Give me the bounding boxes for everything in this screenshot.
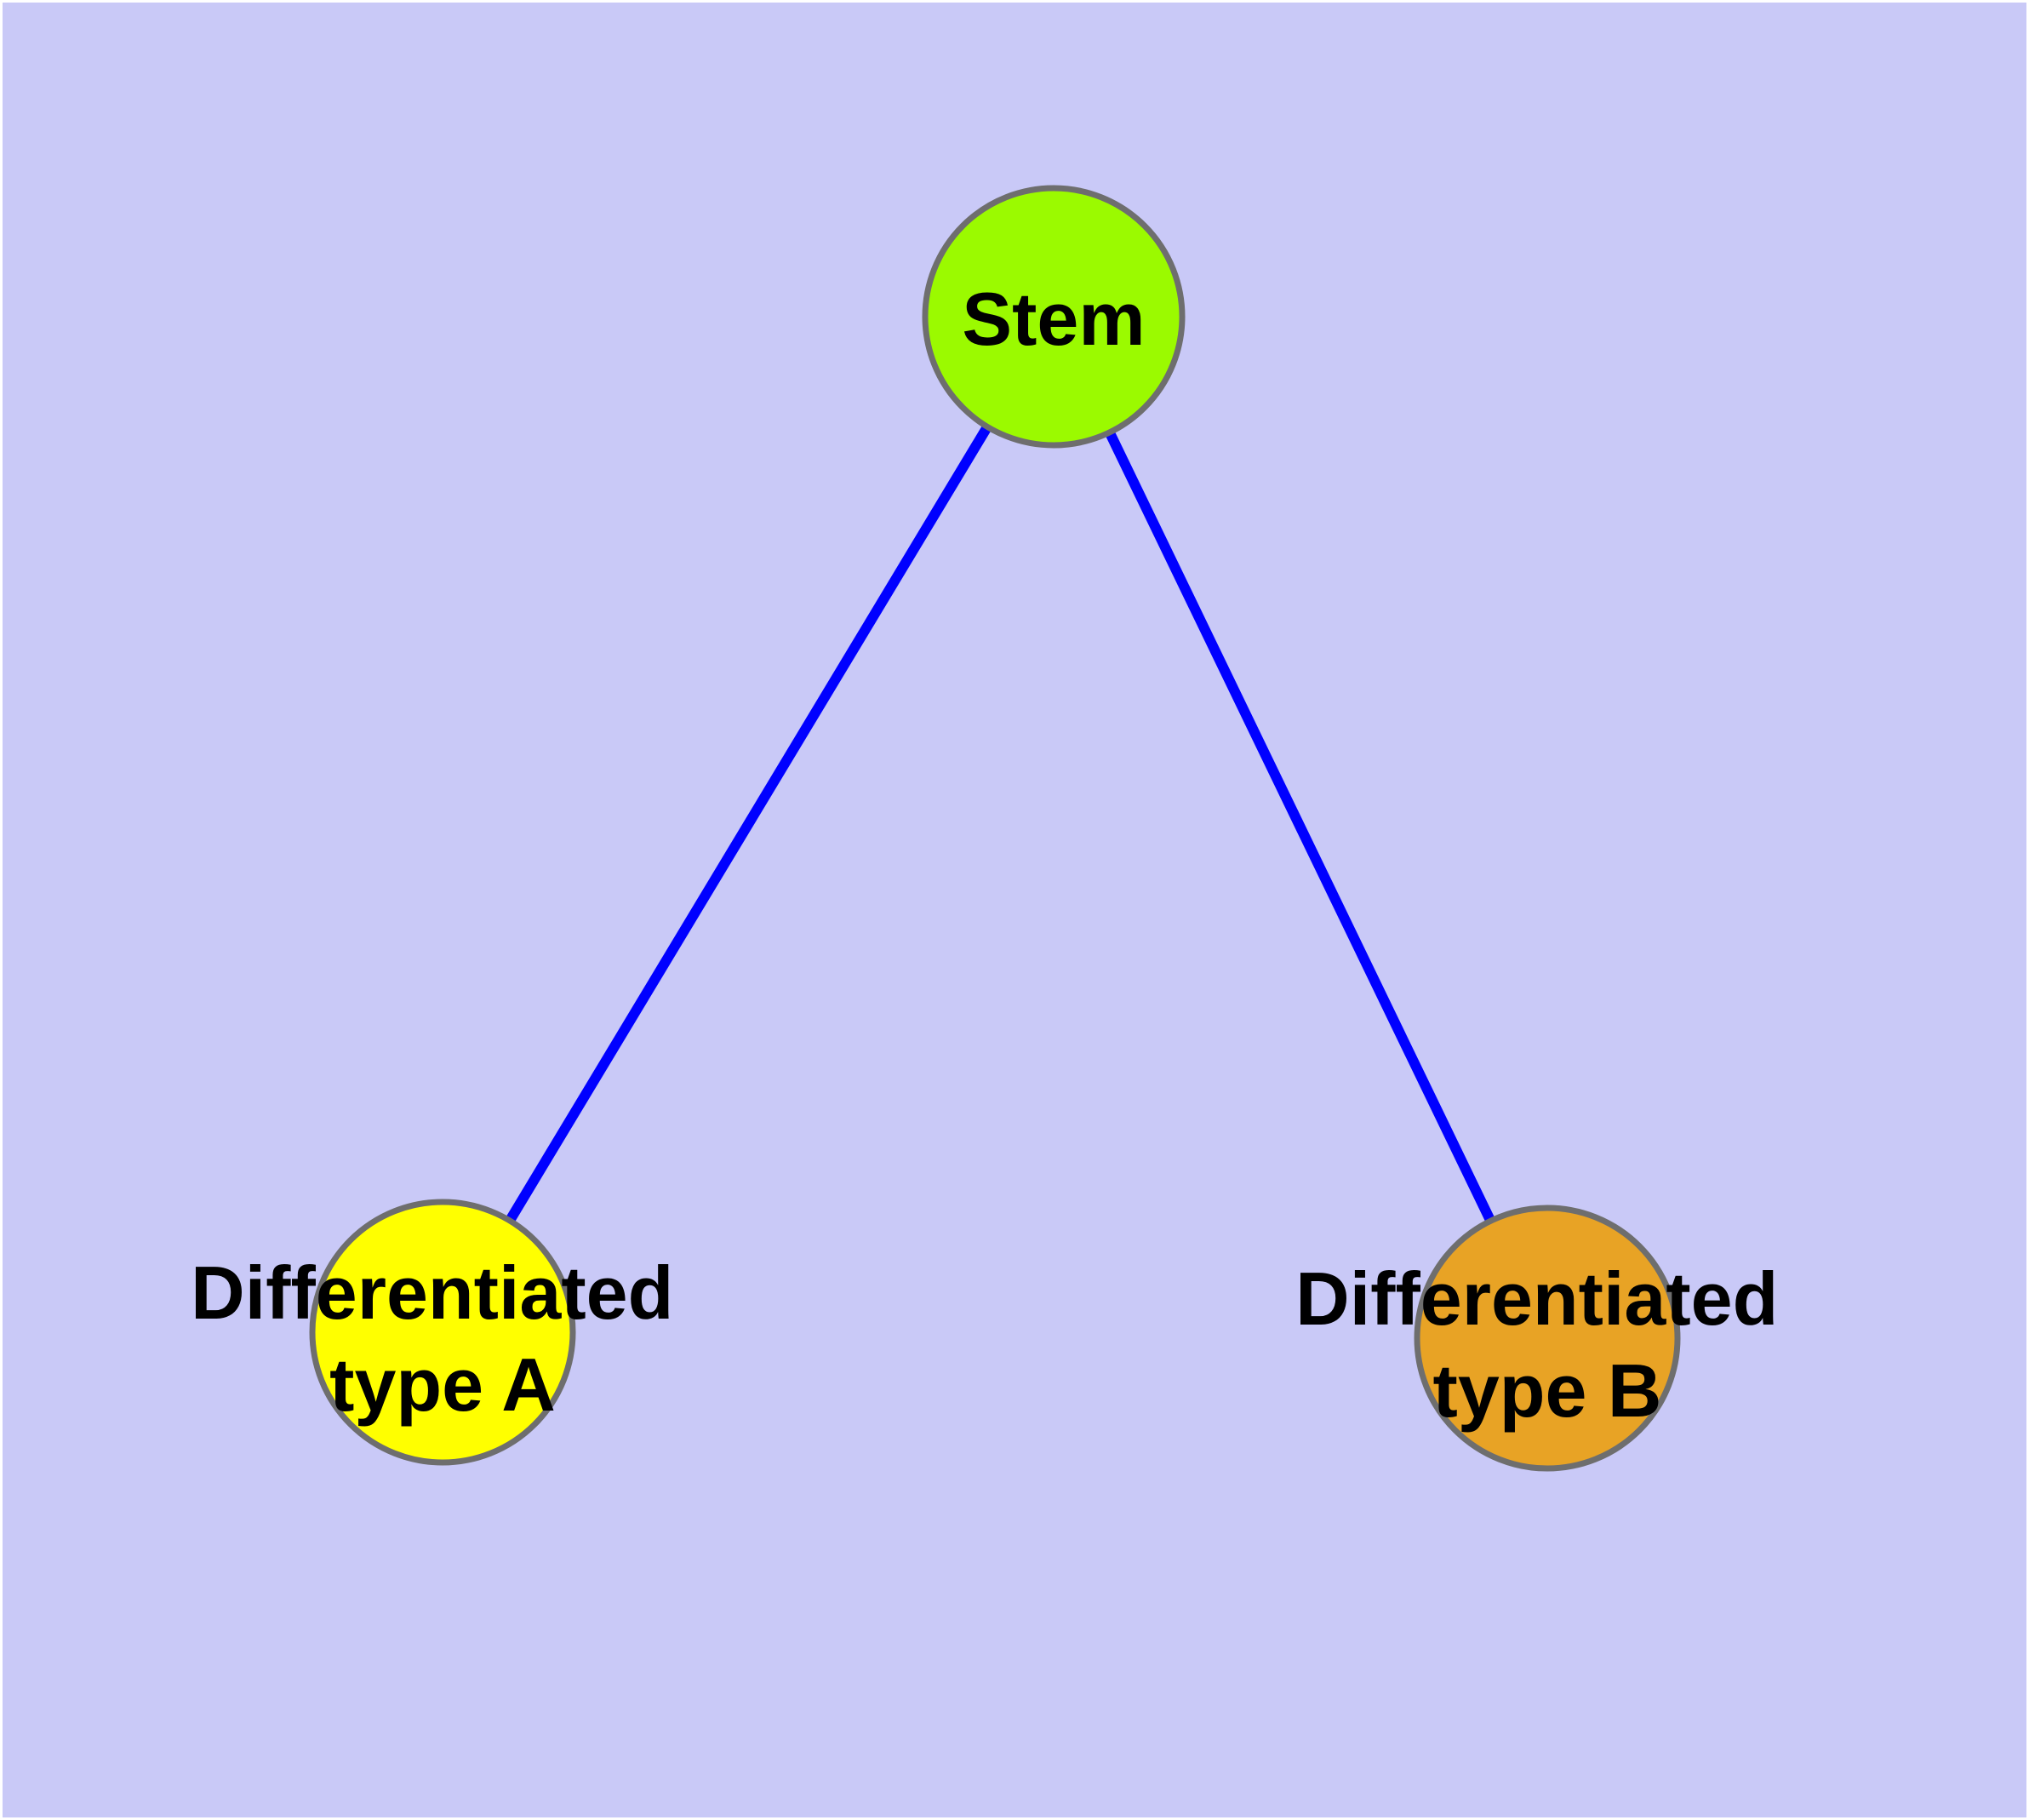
stem-node-circle — [922, 185, 1186, 449]
type-a-label-line1: Differentiated — [191, 1251, 673, 1335]
stem-node-label: Stem — [962, 277, 1145, 361]
type-a-node-circle — [309, 1199, 576, 1466]
type-b-label-line2: type B — [1433, 1348, 1662, 1433]
type-b-label-line1: Differentiated — [1295, 1256, 1778, 1341]
type-a-label-line2: type A — [329, 1342, 556, 1427]
edge-stem-to-type-a — [437, 313, 1059, 1336]
type-b-node-circle — [1414, 1205, 1681, 1472]
type-a-node-label: Differentiated type A — [191, 1251, 694, 1427]
type-b-node-label: Differentiated type B — [1295, 1256, 1799, 1433]
edge-stem-to-type-b — [1049, 314, 1552, 1341]
